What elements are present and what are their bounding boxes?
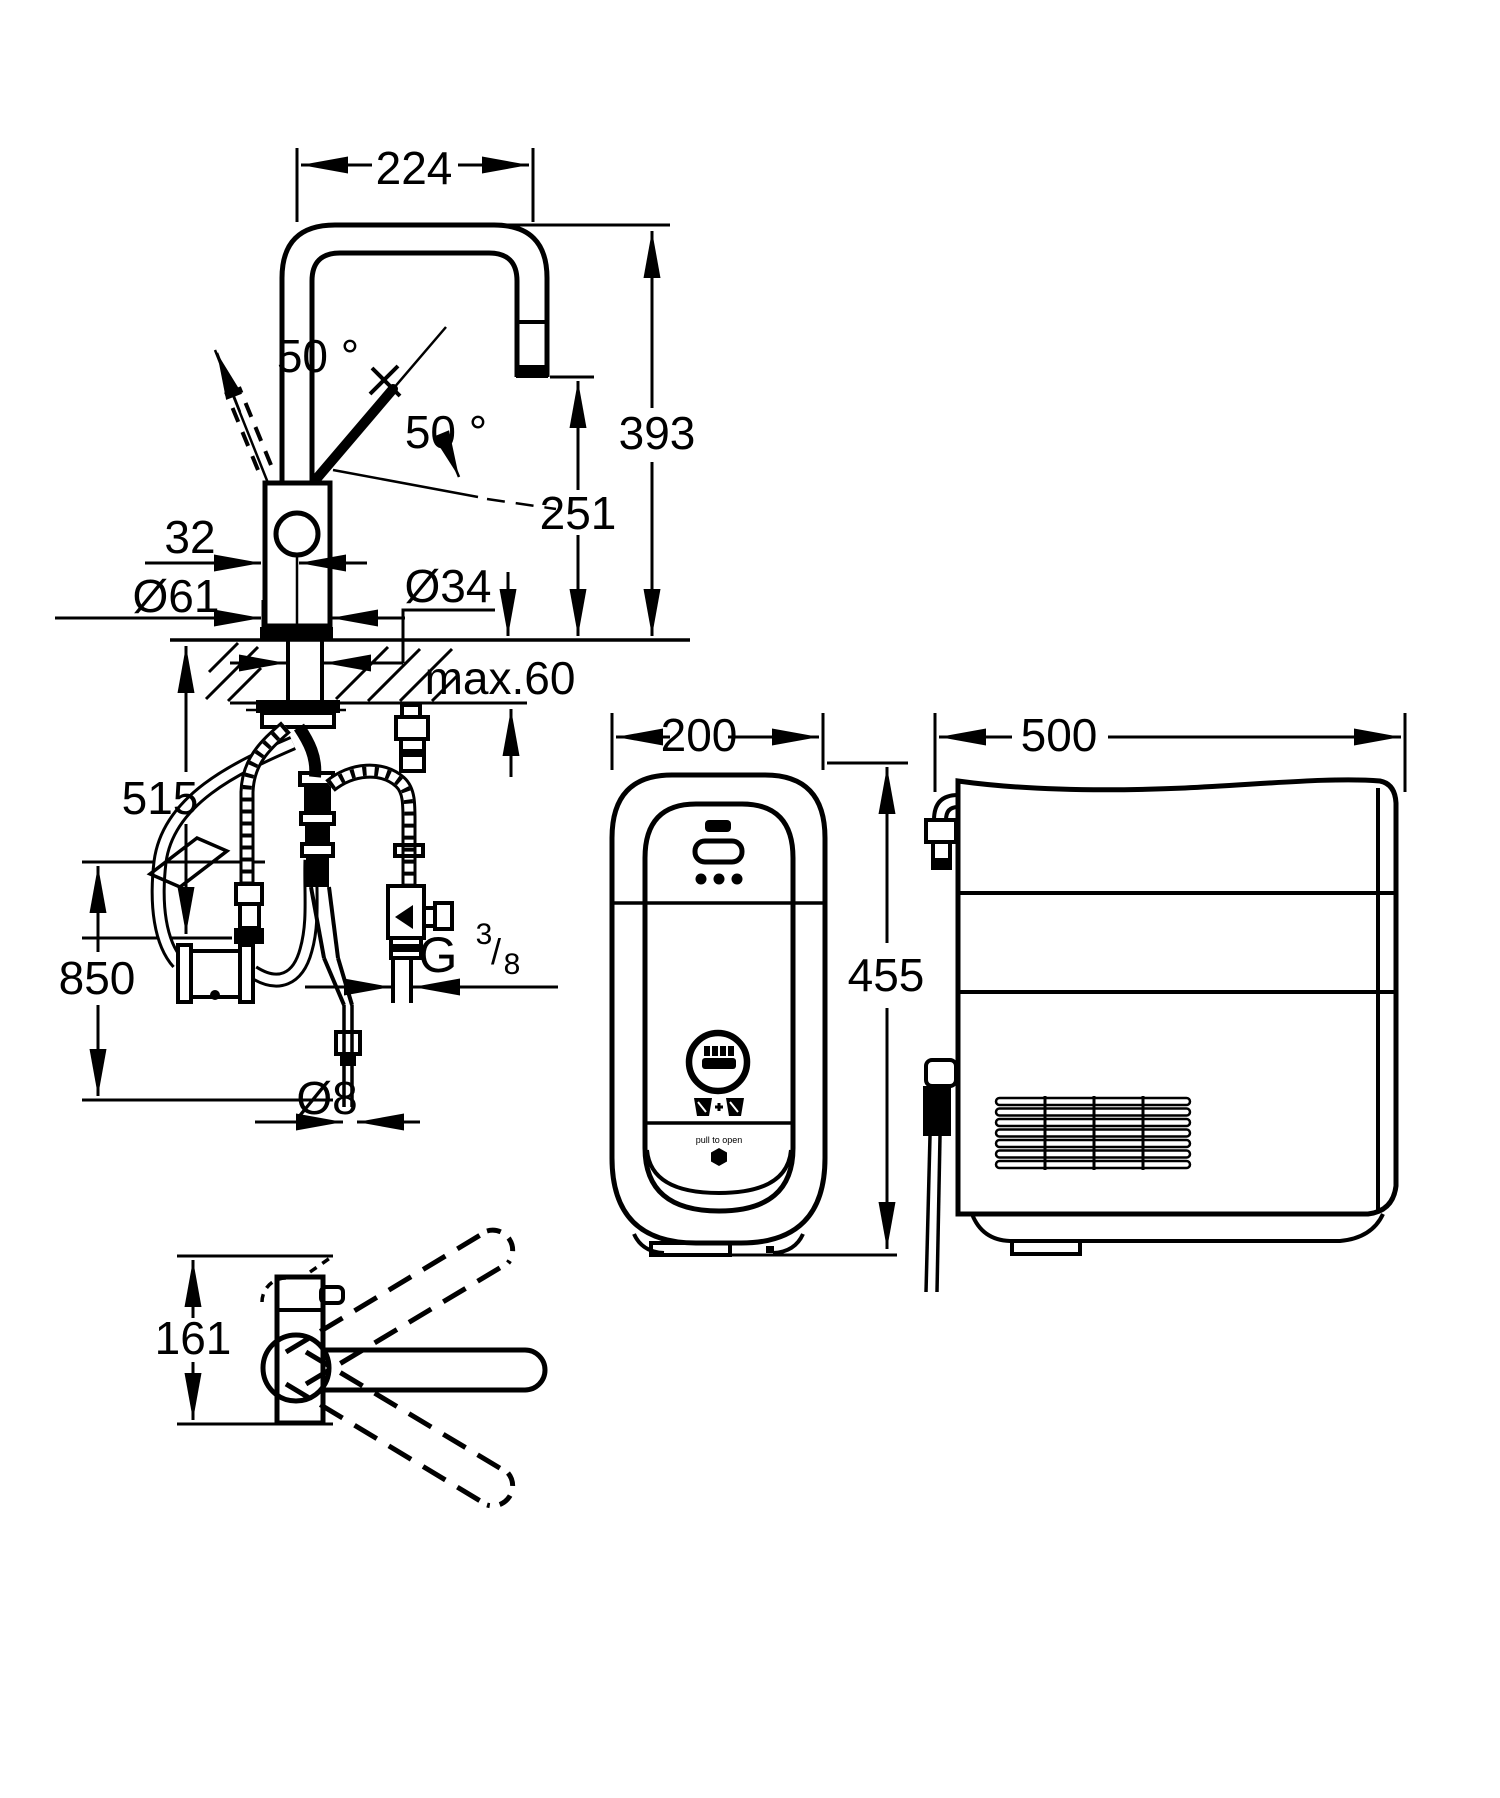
dim-label-max60: max.60 — [425, 652, 576, 704]
dim-label-224: 224 — [376, 142, 453, 194]
spout-outlet-mousseur — [516, 365, 548, 378]
handle-phantom-right — [332, 468, 479, 499]
dim-label-393: 393 — [619, 407, 696, 459]
cooler-front-housing — [609, 772, 828, 1246]
vent-grille-icon — [994, 1096, 1192, 1170]
dim-label-200: 200 — [661, 709, 738, 761]
power-plug-icon — [923, 1058, 958, 1293]
under-sink-hoses — [146, 703, 454, 1107]
front-panel-icons: pull to open — [685, 820, 751, 1166]
thread-label-num: 3 — [476, 918, 493, 951]
dim-label-850: 850 — [59, 952, 136, 1004]
dim-hose-515: 515 — [122, 646, 199, 934]
handle-phantom-left — [224, 391, 260, 471]
dim-shank-diameter: Ø34 — [230, 560, 495, 672]
cooler-side-view: 500 — [923, 709, 1407, 1293]
filter-ring-icon — [685, 1029, 751, 1095]
handle-swing-annotation: 50 ° 50 ° — [213, 326, 557, 511]
cooler-front-panel — [642, 801, 796, 1214]
central-hose-stack — [293, 723, 362, 1107]
dim-body-offset: 32 — [145, 511, 367, 572]
cooler-front-view: 200 — [609, 709, 925, 1257]
faucet-front-view: 50 ° 50 ° — [55, 142, 696, 1131]
dim-hose-850: 850 — [59, 866, 136, 1096]
dim-label-500: 500 — [1021, 709, 1098, 761]
dim-cooler-height: 455 — [827, 761, 925, 1249]
dim-small-hose: Ø8 — [255, 1072, 420, 1131]
faucet-dimensions: 224 393 251 32 — [55, 142, 696, 1131]
side-foot — [1010, 1239, 1082, 1256]
top-view-spout-phantom-down — [284, 1349, 516, 1509]
inline-device — [176, 943, 255, 1004]
dim-label-angle-left: 50 ° — [277, 330, 359, 382]
dim-label-251: 251 — [540, 487, 617, 539]
braided-hose-right — [325, 763, 454, 1003]
mounting-nut — [260, 711, 336, 729]
dim-deck-thickness: max.60 — [425, 572, 576, 777]
dim-base-diameter: Ø61 — [55, 570, 405, 632]
angle-valve — [386, 884, 454, 1003]
dim-label-34: Ø34 — [405, 560, 492, 612]
pull-knob-icon — [711, 1148, 727, 1166]
flow-arrow-icon — [395, 905, 413, 929]
thread-label-slash: / — [491, 931, 501, 972]
dim-spout-reach: 224 — [295, 142, 535, 222]
led-bar-icon — [705, 820, 731, 832]
pull-to-open-label: pull to open — [696, 1135, 743, 1145]
dim-label-515: 515 — [122, 772, 199, 824]
top-view-spout-bearing — [260, 1332, 332, 1404]
dim-label-455: 455 — [848, 949, 925, 1001]
dim-label-61: Ø61 — [133, 570, 220, 622]
top-view-spout-arm — [322, 1347, 548, 1393]
faucet-spout — [279, 222, 550, 483]
dim-height-total: 393 — [500, 223, 696, 636]
lever-pivot — [273, 510, 321, 558]
braided-hose-left — [234, 721, 291, 944]
two-cups-icon — [694, 1098, 744, 1116]
dim-label-161: 161 — [155, 1312, 232, 1364]
cooler-front-base — [632, 1233, 897, 1257]
thread-label-den: 8 — [504, 948, 521, 981]
dim-height-outlet: 251 — [540, 375, 617, 636]
top-view-body — [260, 1227, 548, 1509]
top-view-spout-phantom-up — [284, 1227, 516, 1387]
handle-lever — [313, 384, 398, 482]
top-view-lever-pin — [319, 1285, 345, 1305]
dim-label-8: Ø8 — [296, 1072, 357, 1124]
dim-label-32: 32 — [164, 511, 215, 563]
water-elbow-connector-icon — [924, 793, 959, 870]
counter-hatching — [204, 641, 460, 703]
counter-section — [170, 638, 690, 729]
faucet-top-view: 161 — [155, 1227, 548, 1509]
flow-tag — [146, 835, 231, 890]
dim-cooler-depth: 500 — [933, 709, 1407, 792]
cooler-side-base — [970, 1213, 1385, 1256]
connection-block — [394, 703, 430, 773]
base-flange — [260, 627, 333, 641]
status-dots-icon — [695, 873, 743, 885]
thread-label-g: G — [419, 927, 458, 983]
dim-label-angle-right: 50 ° — [405, 406, 487, 458]
cooler-side-housing — [955, 777, 1399, 1217]
dim-cooler-width: 200 — [610, 709, 825, 770]
display-pill-icon — [692, 838, 745, 865]
front-foot — [649, 1241, 732, 1257]
dim-thread-g38: G 3 / 8 — [305, 918, 558, 996]
